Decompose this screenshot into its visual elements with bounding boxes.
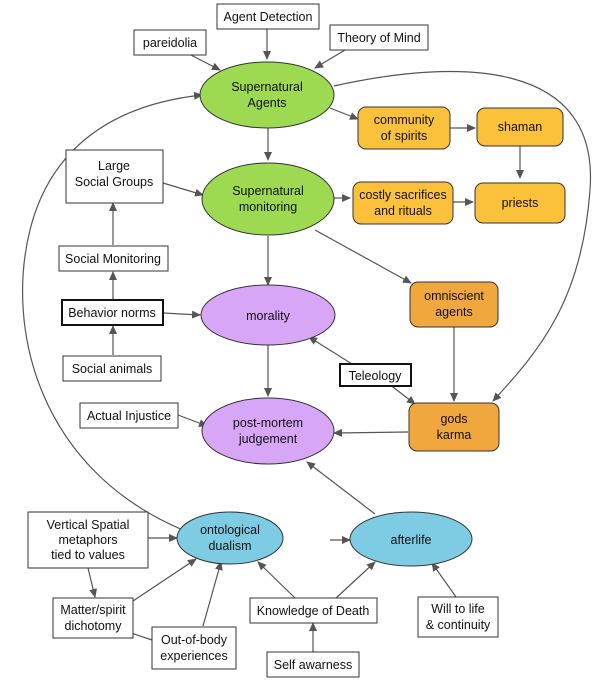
node-priests: priests — [474, 182, 566, 224]
node-social-animals: Social animals — [62, 355, 162, 382]
edge-matter-to-dualism — [132, 558, 197, 602]
svg-text:gods: gods — [440, 412, 467, 426]
node-agent-detection: Agent Detection — [216, 3, 320, 30]
node-teleology: Teleology — [339, 363, 412, 387]
svg-text:shaman: shaman — [498, 120, 543, 134]
svg-text:Supernatural: Supernatural — [231, 80, 303, 94]
svg-text:Social Groups: Social Groups — [75, 175, 154, 189]
svg-text:Theory of Mind: Theory of Mind — [337, 31, 420, 45]
svg-text:afterlife: afterlife — [391, 533, 432, 547]
svg-text:costly sacrifices: costly sacrifices — [359, 188, 447, 202]
svg-text:monitoring: monitoring — [239, 200, 297, 214]
svg-text:Self awarness: Self awarness — [274, 658, 353, 672]
svg-text:Actual Injustice: Actual Injustice — [87, 409, 171, 423]
node-afterlife: afterlife — [349, 511, 473, 567]
node-supernatural-monitoring: Supernatural monitoring — [201, 162, 335, 236]
svg-text:Social Monitoring: Social Monitoring — [65, 252, 161, 266]
node-post-mortem: post-mortem judgement — [201, 397, 335, 465]
node-self-awareness: Self awarness — [266, 651, 360, 678]
svg-text:Teleology: Teleology — [349, 369, 403, 383]
node-pareidolia: pareidolia — [133, 29, 207, 56]
edge-behavior-norms-to-morality — [162, 310, 201, 319]
svg-text:Agents: Agents — [248, 96, 287, 110]
node-out-of-body: Out-of-body experiences — [151, 626, 237, 670]
svg-text:of spirits: of spirits — [381, 129, 428, 143]
edge-agents-to-gods-curve — [333, 70, 591, 402]
edge-monitoring-to-omniscient — [314, 229, 412, 284]
edge-teleology-to-morality — [308, 336, 353, 365]
edge-out-of-body-to-dualism — [202, 561, 223, 627]
node-shaman: shaman — [476, 107, 564, 147]
svg-text:& continuity: & continuity — [426, 618, 491, 632]
svg-text:experiences: experiences — [160, 649, 227, 663]
node-supernatural-agents: Supernatural Agents — [199, 61, 335, 129]
svg-text:Vertical Spatial: Vertical Spatial — [47, 518, 130, 532]
node-costly-sacrifices: costly sacrifices and rituals — [352, 181, 454, 225]
svg-text:omniscient: omniscient — [424, 289, 484, 303]
svg-text:morality: morality — [246, 309, 291, 323]
edge-knowledge-to-dualism — [257, 561, 296, 599]
svg-text:Supernatural: Supernatural — [232, 184, 304, 198]
nodes: Agent Detection pareidolia Theory of Min… — [27, 3, 566, 678]
node-morality: morality — [200, 284, 336, 346]
svg-text:Social animals: Social animals — [72, 362, 153, 376]
node-gods-karma: gods karma — [408, 402, 500, 452]
svg-text:community: community — [374, 113, 435, 127]
node-omniscient-agents: omniscient agents — [409, 281, 499, 328]
svg-text:tied to values: tied to values — [51, 548, 125, 562]
svg-text:pareidolia: pareidolia — [143, 36, 197, 50]
node-vertical-spatial: Vertical Spatial metaphors tied to value… — [27, 511, 149, 569]
svg-text:and rituals: and rituals — [374, 204, 432, 218]
edge-injustice-to-post-mortem — [177, 414, 208, 427]
svg-text:dichotomy: dichotomy — [65, 619, 123, 633]
svg-text:priests: priests — [502, 196, 539, 210]
edge-will-to-afterlife — [431, 562, 457, 598]
edge-vertical-to-matter — [87, 567, 98, 598]
svg-text:dualism: dualism — [208, 539, 251, 553]
edges — [21, 29, 591, 652]
node-matter-spirit: Matter/spirit dichotomy — [52, 597, 134, 639]
svg-text:judgement: judgement — [238, 432, 298, 446]
edge-agents-to-community — [329, 107, 359, 120]
svg-text:Out-of-body: Out-of-body — [161, 633, 228, 647]
node-knowledge-of-death: Knowledge of Death — [249, 597, 378, 624]
node-ontological-dualism: ontological dualism — [176, 511, 284, 565]
svg-text:Matter/spirit: Matter/spirit — [60, 603, 126, 617]
svg-text:agents: agents — [435, 305, 473, 319]
edge-dualism-to-agents-curve — [21, 91, 203, 531]
edge-afterlife-to-post-mortem — [306, 461, 376, 515]
svg-text:Will to life: Will to life — [431, 602, 485, 616]
svg-text:metaphors: metaphors — [58, 533, 117, 547]
svg-text:Behavior norms: Behavior norms — [68, 306, 156, 320]
node-actual-injustice: Actual Injustice — [79, 402, 179, 429]
node-theory-of-mind: Theory of Mind — [329, 24, 429, 51]
node-social-monitoring: Social Monitoring — [58, 245, 169, 272]
svg-text:ontological: ontological — [200, 523, 260, 537]
node-behavior-norms: Behavior norms — [61, 299, 164, 326]
edge-theory-of-mind-to-supernatural-agents — [314, 49, 346, 69]
svg-text:post-mortem: post-mortem — [233, 416, 303, 430]
edge-knowledge-to-afterlife — [335, 561, 376, 599]
node-community-of-spirits: community of spirits — [357, 106, 451, 150]
edge-large-groups-to-monitoring — [162, 182, 204, 197]
svg-text:karma: karma — [437, 428, 472, 442]
node-large-social-groups: Large Social Groups — [65, 149, 164, 204]
edge-gods-to-post-mortem — [333, 428, 409, 437]
node-will-to-life: Will to life & continuity — [417, 596, 499, 638]
svg-text:Knowledge of Death: Knowledge of Death — [257, 604, 370, 618]
edge-teleology-to-gods — [388, 383, 416, 405]
svg-text:Large: Large — [98, 159, 130, 173]
svg-text:Agent Detection: Agent Detection — [224, 10, 313, 24]
